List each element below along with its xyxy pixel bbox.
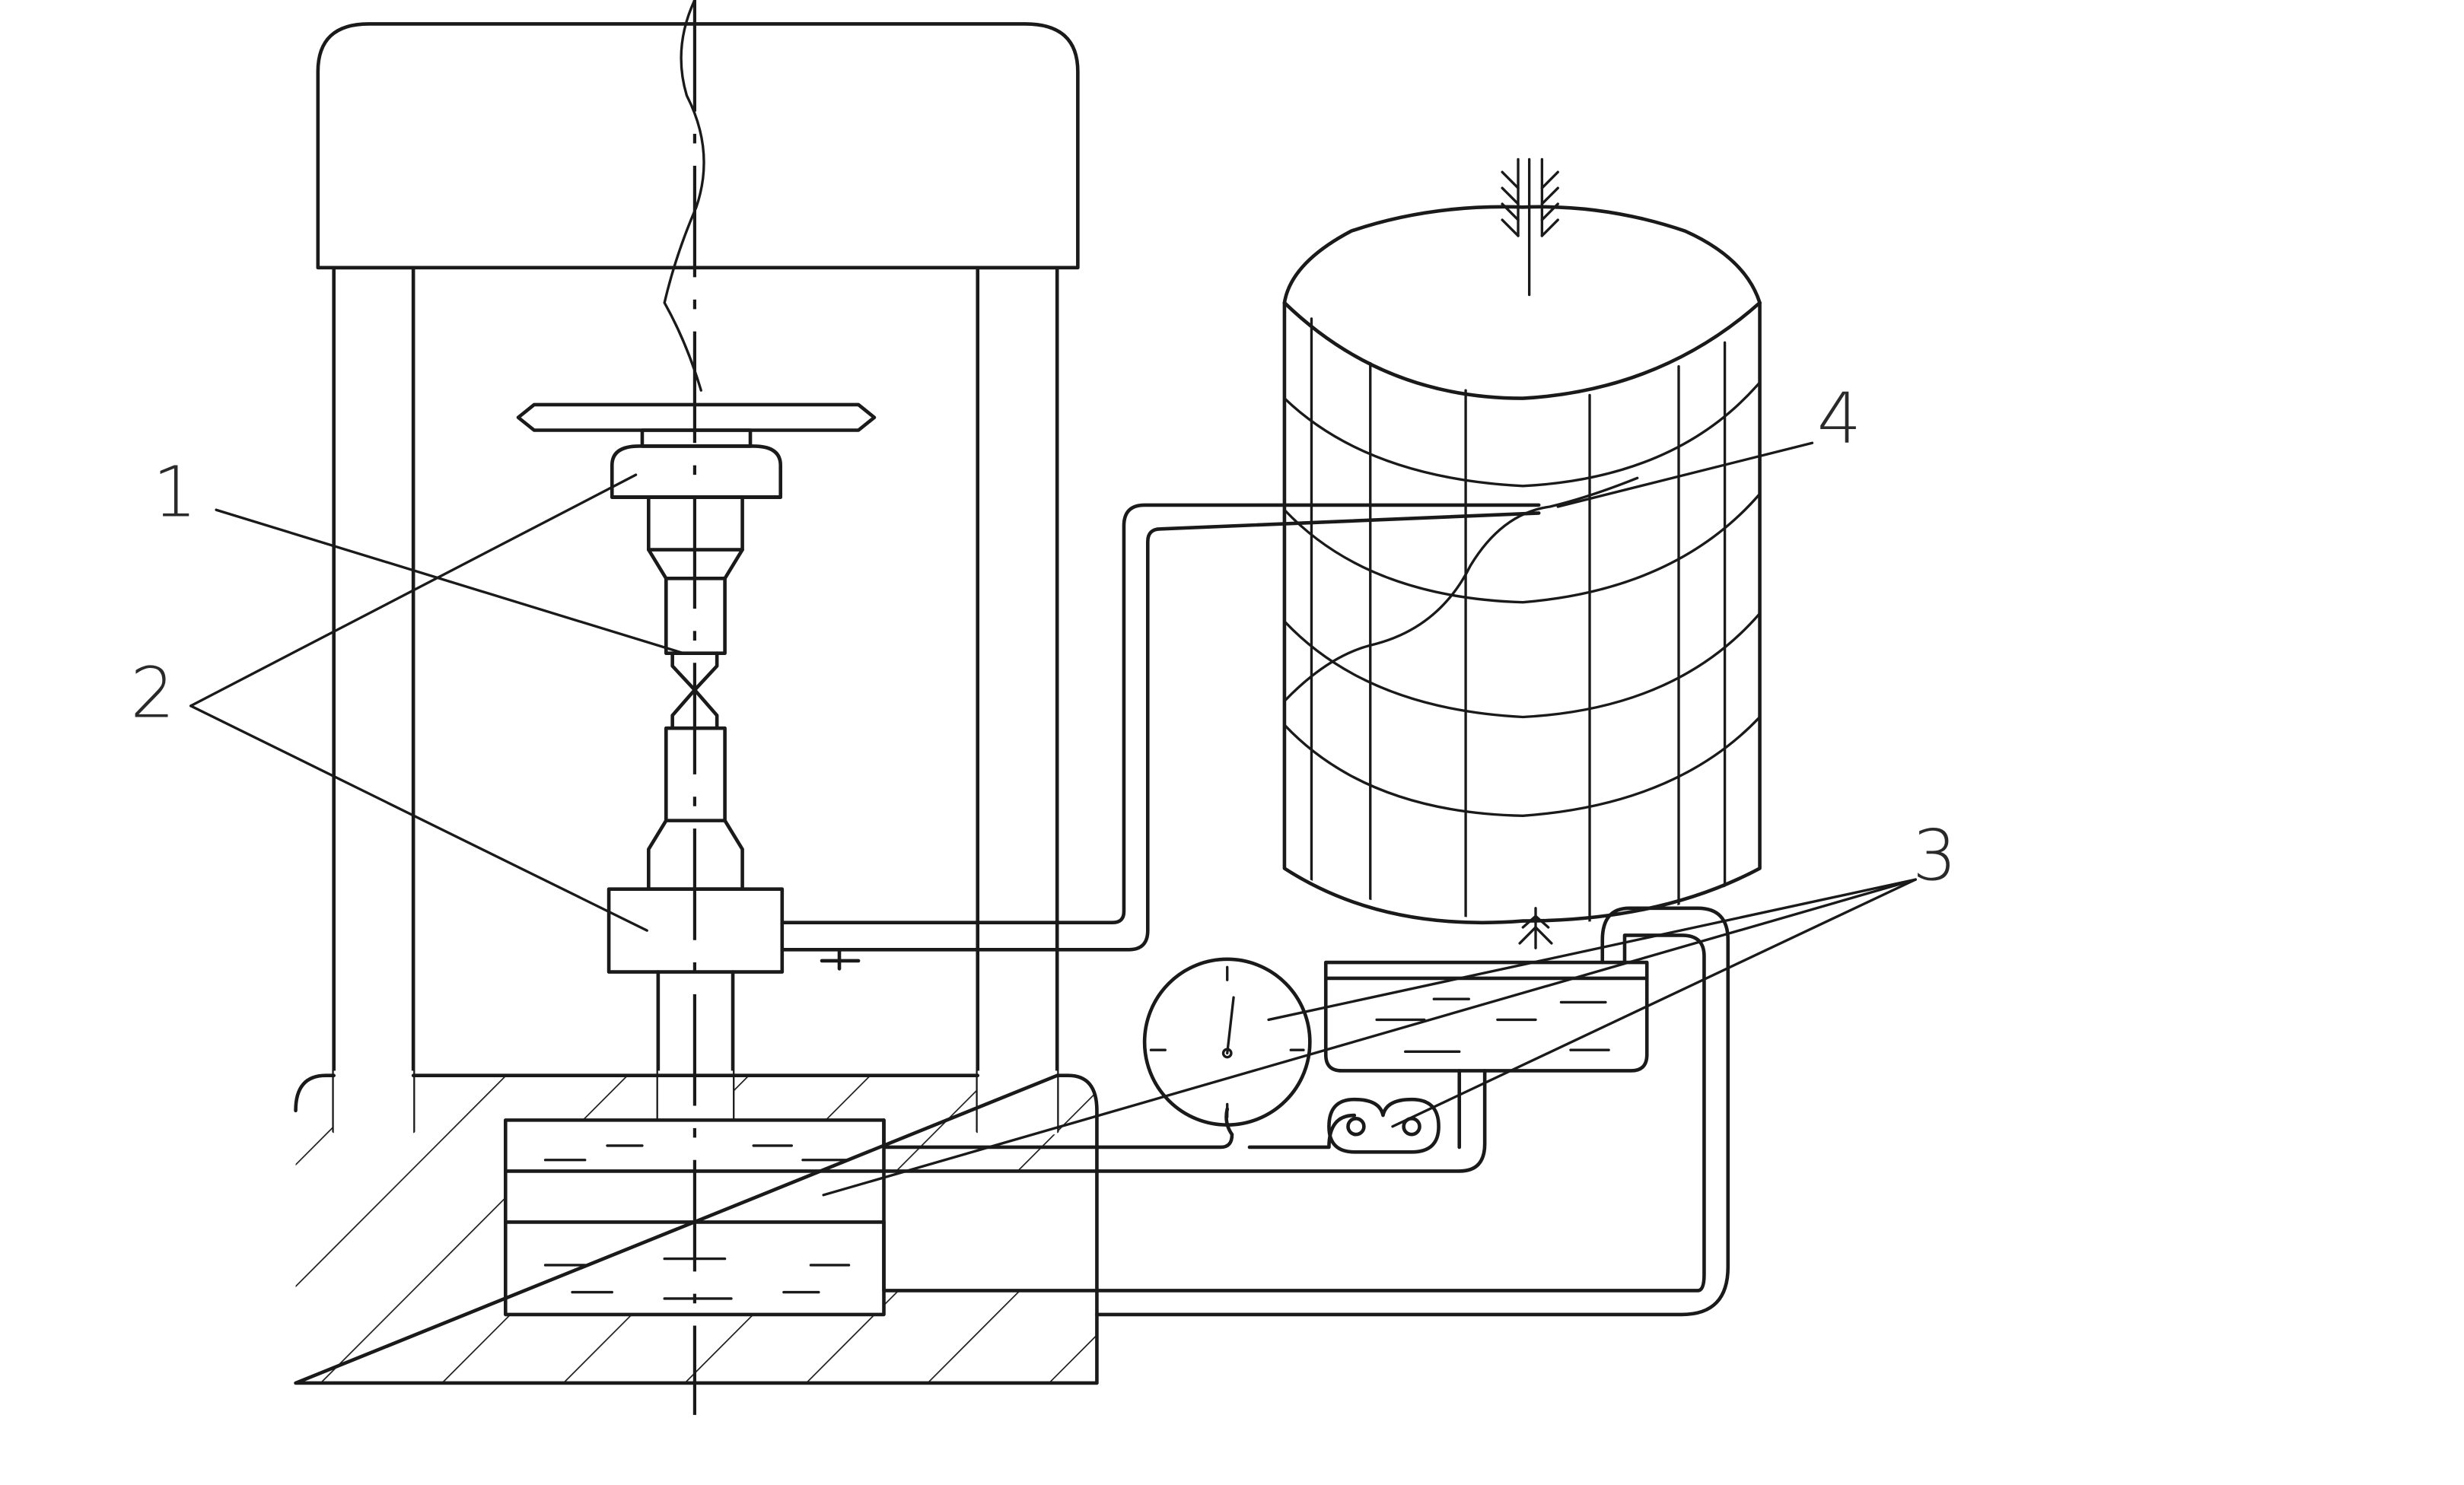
callout-labels: 1 2 4 3 (130, 378, 1956, 896)
recording-drum (1282, 157, 1762, 949)
label-specimen: 1 (153, 451, 197, 533)
label-hydraulic-system: 3 (1912, 815, 1956, 896)
machine-frame (316, 0, 1080, 1134)
label-grips: 2 (130, 652, 174, 733)
label-recording-drum: 4 (1817, 378, 1861, 459)
leader-lines (189, 441, 1917, 1197)
drum-spindle-bottom (1518, 907, 1553, 949)
drum-spindle-top (1501, 157, 1559, 297)
pressure-gauge (1142, 957, 1312, 1127)
oil-pump (1327, 1097, 1441, 1154)
oil-tank (1323, 960, 1649, 1073)
